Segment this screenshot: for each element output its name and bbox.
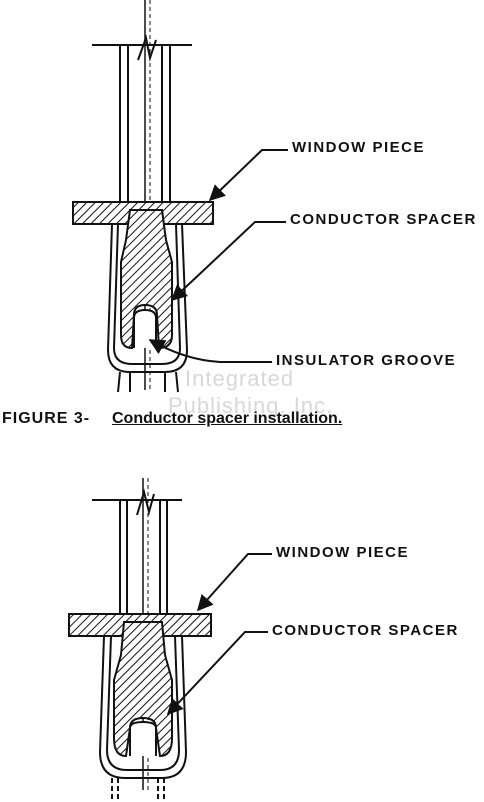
watermark-line1: Integrated bbox=[185, 366, 295, 391]
figure1-drawing bbox=[72, 0, 214, 393]
fig2-conductor-spacer bbox=[113, 621, 173, 758]
fig2-label-window-piece: WINDOW PIECE bbox=[276, 544, 409, 561]
fig1-label-insulator-groove: INSULATOR GROOVE bbox=[276, 352, 457, 369]
figure-caption-prefix: FIGURE 3- bbox=[2, 410, 91, 427]
figure-caption-text: Conductor spacer installation. bbox=[112, 410, 343, 427]
fig2-label-conductor-spacer: CONDUCTOR SPACER bbox=[272, 622, 459, 639]
figure2-drawing bbox=[68, 478, 212, 800]
fig1-label-conductor-spacer: CONDUCTOR SPACER bbox=[290, 211, 477, 228]
figure2-leaders bbox=[166, 553, 272, 716]
figure1-leaders bbox=[148, 149, 288, 363]
fig1-conductor-spacer bbox=[120, 209, 173, 350]
watermark-line2: Publishing, Inc. bbox=[168, 393, 334, 418]
fig1-label-window-piece: WINDOW PIECE bbox=[292, 139, 425, 156]
